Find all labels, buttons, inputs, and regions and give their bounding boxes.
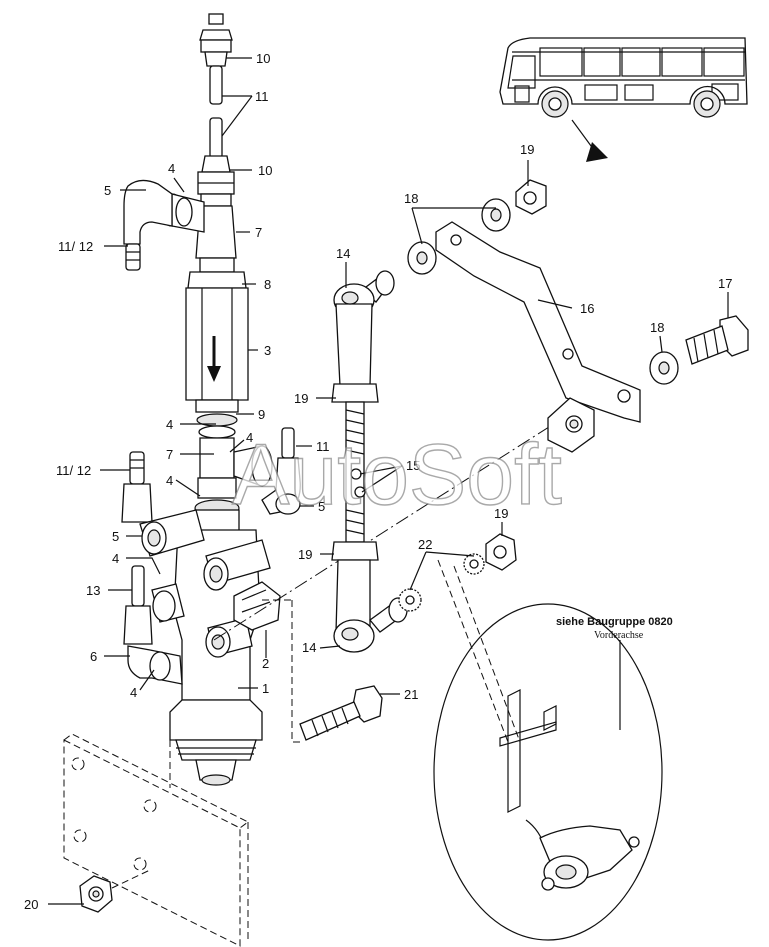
label-part-13: 13 [86, 583, 100, 598]
rod-end-14-lower [333, 559, 408, 653]
label-part-11-top: 11 [255, 89, 269, 104]
label-part-16: 16 [580, 301, 594, 316]
label-part-4-middle-left: 4 [166, 417, 173, 432]
elbow-6 [127, 645, 183, 685]
label-part-4-bottom: 4 [130, 685, 137, 700]
label-part-14-upper: 14 [336, 246, 350, 261]
label-part-5-top: 5 [104, 183, 111, 198]
washer-18-right [649, 351, 679, 385]
label-part-18-upper: 18 [404, 191, 418, 206]
label-part-5-right: 5 [318, 499, 325, 514]
label-part-4-left: 4 [112, 551, 119, 566]
label-part-18-right: 18 [650, 320, 664, 335]
lock-washer-22-right [463, 553, 485, 575]
nut-19-upper [331, 383, 379, 403]
label-part-14-lower: 14 [302, 640, 316, 655]
tee-7-lower [199, 437, 273, 487]
label-part-1: 1 [262, 681, 269, 696]
label-part-11-12-left: 11/ 12 [56, 463, 91, 478]
plug-2 [233, 581, 281, 631]
nut-8 [187, 257, 247, 289]
nut-19-lower [331, 541, 379, 561]
bracket-16 [435, 221, 641, 423]
label-part-11-12-top: 11/ 12 [58, 239, 93, 254]
washer-18-upper-left [407, 241, 437, 275]
label-part-4-top: 4 [168, 161, 175, 176]
label-part-9: 9 [258, 407, 265, 422]
label-part-19-upper: 19 [294, 391, 308, 406]
label-part-21: 21 [404, 687, 418, 702]
bolt-21 [262, 599, 383, 743]
front-axle-detail [433, 559, 663, 941]
nut-19-lower-right [485, 533, 517, 571]
bolt-17 [685, 315, 749, 365]
label-part-6: 6 [90, 649, 97, 664]
nut-19-top [515, 179, 547, 215]
label-part-19-lower-right: 19 [494, 506, 508, 521]
label-part-7-upper: 7 [255, 225, 262, 240]
label-part-8: 8 [264, 277, 271, 292]
nipple-4-middle [194, 477, 240, 533]
reference-assembly-title: siehe Baugruppe 0820 [556, 616, 673, 628]
washer-9 [195, 399, 239, 439]
filter-3 [185, 287, 249, 401]
mounting-plate [63, 733, 249, 947]
elbow-5-right [261, 427, 301, 515]
tee-7-upper [159, 193, 237, 259]
label-part-3: 3 [264, 343, 271, 358]
bus-pictogram [499, 37, 748, 118]
nut-bracket-lower [547, 397, 595, 453]
label-part-10-top: 10 [256, 51, 270, 66]
callout-labels: 10 11 10 4 5 7 11/ 12 8 3 9 4 4 7 11 11/… [24, 51, 732, 912]
label-part-17: 17 [718, 276, 732, 291]
label-part-22: 22 [418, 537, 432, 552]
label-part-4-lower: 4 [166, 473, 173, 488]
fitting-10-lower [197, 155, 235, 207]
label-part-2: 2 [262, 656, 269, 671]
label-part-7-lower: 7 [166, 447, 173, 462]
elbow-5-upper [123, 179, 173, 271]
rod-end-14-upper [333, 270, 395, 387]
label-part-19-lower: 19 [298, 547, 312, 562]
label-part-4-middle-right: 4 [246, 430, 253, 445]
leader-lines [48, 57, 729, 905]
washer-18-upper-right [481, 198, 511, 232]
lock-washer-22-left [398, 588, 422, 612]
label-part-15: 15 [406, 458, 420, 473]
watermark: AutoSoft [232, 427, 562, 523]
pipe-11 [209, 117, 223, 159]
pipe-11-12-left [121, 451, 153, 523]
direction-arrow [571, 119, 608, 162]
fitting-10-top [199, 13, 233, 105]
label-part-20: 20 [24, 897, 38, 912]
pipe-13 [123, 565, 153, 645]
reference-assembly-subtitle: Vorderachse [594, 630, 644, 641]
label-part-10-lower: 10 [258, 163, 272, 178]
nut-20 [79, 869, 151, 913]
label-part-19-top: 19 [520, 142, 534, 157]
label-part-11-right: 11 [316, 439, 330, 454]
valve-body-1 [139, 509, 271, 786]
label-part-5-left: 5 [112, 529, 119, 544]
